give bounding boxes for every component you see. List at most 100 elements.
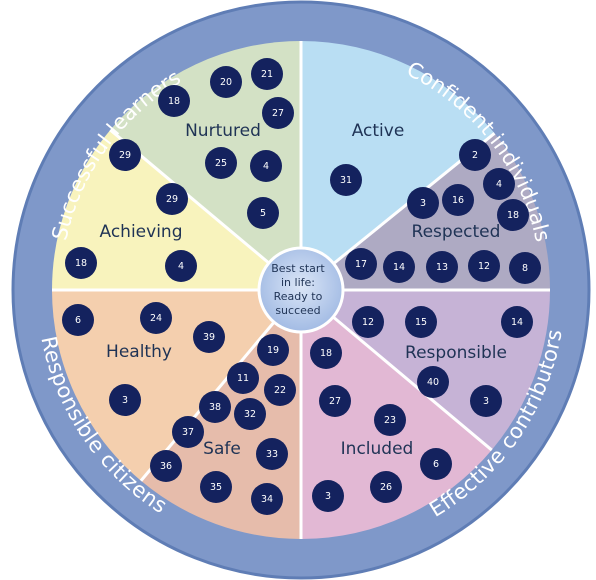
number-circle: 24 xyxy=(140,302,172,334)
number-circle: 11 xyxy=(227,362,259,394)
number-circle-shape xyxy=(383,251,415,283)
number-circle-shape xyxy=(250,150,282,182)
number-circle: 3 xyxy=(109,384,141,416)
number-circle-shape xyxy=(257,334,289,366)
number-circle: 16 xyxy=(442,184,474,216)
center-line-3: Ready to xyxy=(274,290,323,303)
number-circle-value: 17 xyxy=(355,259,367,270)
number-circle: 20 xyxy=(210,66,242,98)
number-circle-value: 27 xyxy=(329,396,341,407)
number-circle-value: 12 xyxy=(478,261,490,272)
number-circle-value: 3 xyxy=(325,491,331,502)
number-circle-value: 39 xyxy=(203,332,215,343)
number-circle: 13 xyxy=(426,251,458,283)
number-circle: 6 xyxy=(420,448,452,480)
number-circle: 5 xyxy=(247,197,279,229)
number-circle-shape xyxy=(262,97,294,129)
number-circle-value: 31 xyxy=(340,175,352,186)
number-circle-shape xyxy=(199,391,231,423)
number-circle-shape xyxy=(109,139,141,171)
number-circle: 14 xyxy=(383,251,415,283)
number-circle: 6 xyxy=(62,304,94,336)
number-circle-shape xyxy=(345,248,377,280)
number-circle-value: 18 xyxy=(507,210,519,221)
number-circle: 33 xyxy=(256,438,288,470)
segment-label-achieving: Achieving xyxy=(100,222,183,242)
center-hub xyxy=(257,246,345,334)
number-circle: 29 xyxy=(156,183,188,215)
number-circle-value: 38 xyxy=(209,402,221,413)
number-circle-value: 6 xyxy=(433,459,439,470)
number-circle-shape xyxy=(470,385,502,417)
number-circle-shape xyxy=(374,404,406,436)
number-circle-shape xyxy=(330,164,362,196)
number-circle-value: 2 xyxy=(472,150,478,161)
number-circle: 35 xyxy=(200,471,232,503)
number-circle-value: 3 xyxy=(122,395,128,406)
number-circle: 4 xyxy=(483,168,515,200)
number-circle-value: 18 xyxy=(320,348,332,359)
number-circle: 3 xyxy=(470,385,502,417)
number-circle-shape xyxy=(312,480,344,512)
number-circle-shape xyxy=(210,66,242,98)
center-line-2: in life: xyxy=(281,276,315,289)
number-circle-shape xyxy=(501,306,533,338)
center-line-4: succeed xyxy=(275,304,320,317)
number-circle-value: 29 xyxy=(119,150,131,161)
number-circle-shape xyxy=(497,199,529,231)
number-circle: 32 xyxy=(234,398,266,430)
number-circle-value: 12 xyxy=(362,317,374,328)
number-circle: 31 xyxy=(330,164,362,196)
number-circle-value: 33 xyxy=(266,449,278,460)
number-circle-value: 4 xyxy=(496,179,502,190)
number-circle-value: 24 xyxy=(150,313,162,324)
center-line-1: Best start xyxy=(271,262,325,275)
number-circle-value: 23 xyxy=(384,415,396,426)
number-circle-value: 21 xyxy=(261,69,273,80)
number-circle-shape xyxy=(251,483,283,515)
number-circle: 25 xyxy=(205,147,237,179)
number-circle-value: 13 xyxy=(436,262,448,273)
number-circle: 36 xyxy=(150,450,182,482)
number-circle-value: 26 xyxy=(380,482,392,493)
number-circle: 26 xyxy=(370,471,402,503)
number-circle: 18 xyxy=(310,337,342,369)
number-circle-value: 8 xyxy=(522,263,528,274)
number-circle-value: 40 xyxy=(427,377,439,388)
number-circle-shape xyxy=(158,85,190,117)
number-circle-shape xyxy=(509,252,541,284)
number-circle: 40 xyxy=(417,366,449,398)
number-circle: 18 xyxy=(497,199,529,231)
number-circle: 38 xyxy=(199,391,231,423)
number-circle: 22 xyxy=(264,374,296,406)
number-circle-shape xyxy=(234,398,266,430)
number-circle-value: 32 xyxy=(244,409,256,420)
number-circle-shape xyxy=(417,366,449,398)
number-circle-shape xyxy=(405,306,437,338)
number-circle-value: 14 xyxy=(511,317,523,328)
number-circle-shape xyxy=(140,302,172,334)
number-circle: 12 xyxy=(468,250,500,282)
number-circle: 17 xyxy=(345,248,377,280)
segment-label-active: Active xyxy=(352,121,405,141)
number-circle-shape xyxy=(426,251,458,283)
number-circle: 21 xyxy=(251,58,283,90)
number-circle-value: 34 xyxy=(261,494,273,505)
segment-label-nurtured: Nurtured xyxy=(185,121,261,141)
number-circle-value: 11 xyxy=(237,373,249,384)
number-circle-shape xyxy=(227,362,259,394)
number-circle-value: 27 xyxy=(272,108,284,119)
number-circle-value: 20 xyxy=(220,77,232,88)
number-circle-shape xyxy=(205,147,237,179)
number-circle-value: 18 xyxy=(168,96,180,107)
number-circle: 4 xyxy=(250,150,282,182)
number-circle-value: 37 xyxy=(182,427,194,438)
number-circle-shape xyxy=(459,139,491,171)
number-circle: 2 xyxy=(459,139,491,171)
number-circle-value: 16 xyxy=(452,195,464,206)
number-circle-value: 29 xyxy=(166,194,178,205)
number-circle: 23 xyxy=(374,404,406,436)
number-circle-shape xyxy=(150,450,182,482)
segment-label-responsible: Responsible xyxy=(405,343,507,363)
